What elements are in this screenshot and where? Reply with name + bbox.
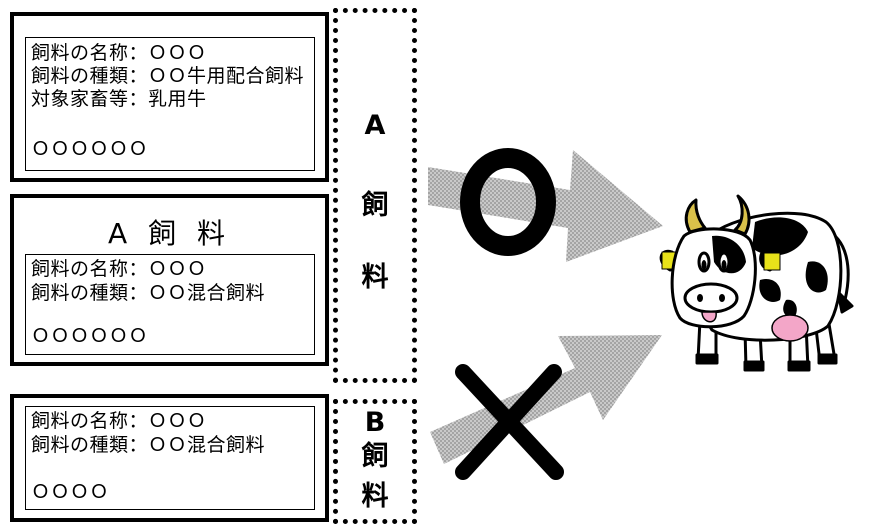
feed-a-band-letter: A xyxy=(364,110,386,141)
feed-label-box-2: A 飼 料 飼料の名称：ＯＯＯ 飼料の種類：ＯＯ混合飼料 ＯＯＯＯＯＯ xyxy=(10,194,329,366)
box3-line-type: 飼料の種類：ＯＯ混合飼料 xyxy=(31,434,266,456)
box2-heading: A 飼 料 xyxy=(108,217,231,250)
box2-line-type: 飼料の種類：ＯＯ混合飼料 xyxy=(31,282,266,304)
feed-label-box-3: 飼料の名称：ＯＯＯ 飼料の種類：ＯＯ混合飼料 ＯＯＯＯ xyxy=(10,394,329,522)
box1-line-target: 対象家畜等：乳用牛 xyxy=(31,88,207,110)
feed-label-box-2-inner: 飼料の名称：ＯＯＯ 飼料の種類：ＯＯ混合飼料 ＯＯＯＯＯＯ xyxy=(25,254,315,355)
feed-label-box-3-inner: 飼料の名称：ＯＯＯ 飼料の種類：ＯＯ混合飼料 ＯＯＯＯ xyxy=(25,406,315,510)
cow-icon xyxy=(659,194,854,372)
box2-line-name: 飼料の名称：ＯＯＯ xyxy=(31,258,207,280)
circle-mark-icon xyxy=(460,148,556,256)
box3-line-name: 飼料の名称：ＯＯＯ xyxy=(31,410,207,432)
feed-a-band-char-1: 飼 xyxy=(361,190,389,221)
box1-footer: ＯＯＯＯＯＯ xyxy=(31,138,149,160)
box1-line-name: 飼料の名称：ＯＯＯ xyxy=(31,42,207,64)
cross-mark-icon xyxy=(455,364,564,480)
feed-a-band: A 飼 料 xyxy=(333,8,417,383)
feed-b-band-char-1: 飼 xyxy=(361,441,389,472)
box2-footer: ＯＯＯＯＯＯ xyxy=(31,325,149,347)
feed-a-band-char-2: 料 xyxy=(361,262,389,293)
feed-label-box-1: 飼料の名称：ＯＯＯ 飼料の種類：ＯＯ牛用配合飼料 対象家畜等：乳用牛 ＯＯＯＯＯ… xyxy=(10,12,329,182)
feed-b-band-letter: B xyxy=(364,407,386,438)
lower-arrow-icon xyxy=(430,335,662,464)
box3-footer: ＯＯＯＯ xyxy=(31,481,110,503)
feed-b-band: B 飼 料 xyxy=(333,399,417,524)
feed-label-box-1-inner: 飼料の名称：ＯＯＯ 飼料の種類：ＯＯ牛用配合飼料 対象家畜等：乳用牛 ＯＯＯＯＯ… xyxy=(25,37,315,171)
feed-b-band-char-2: 料 xyxy=(361,481,389,512)
box1-line-type: 飼料の種類：ＯＯ牛用配合飼料 xyxy=(31,65,305,87)
